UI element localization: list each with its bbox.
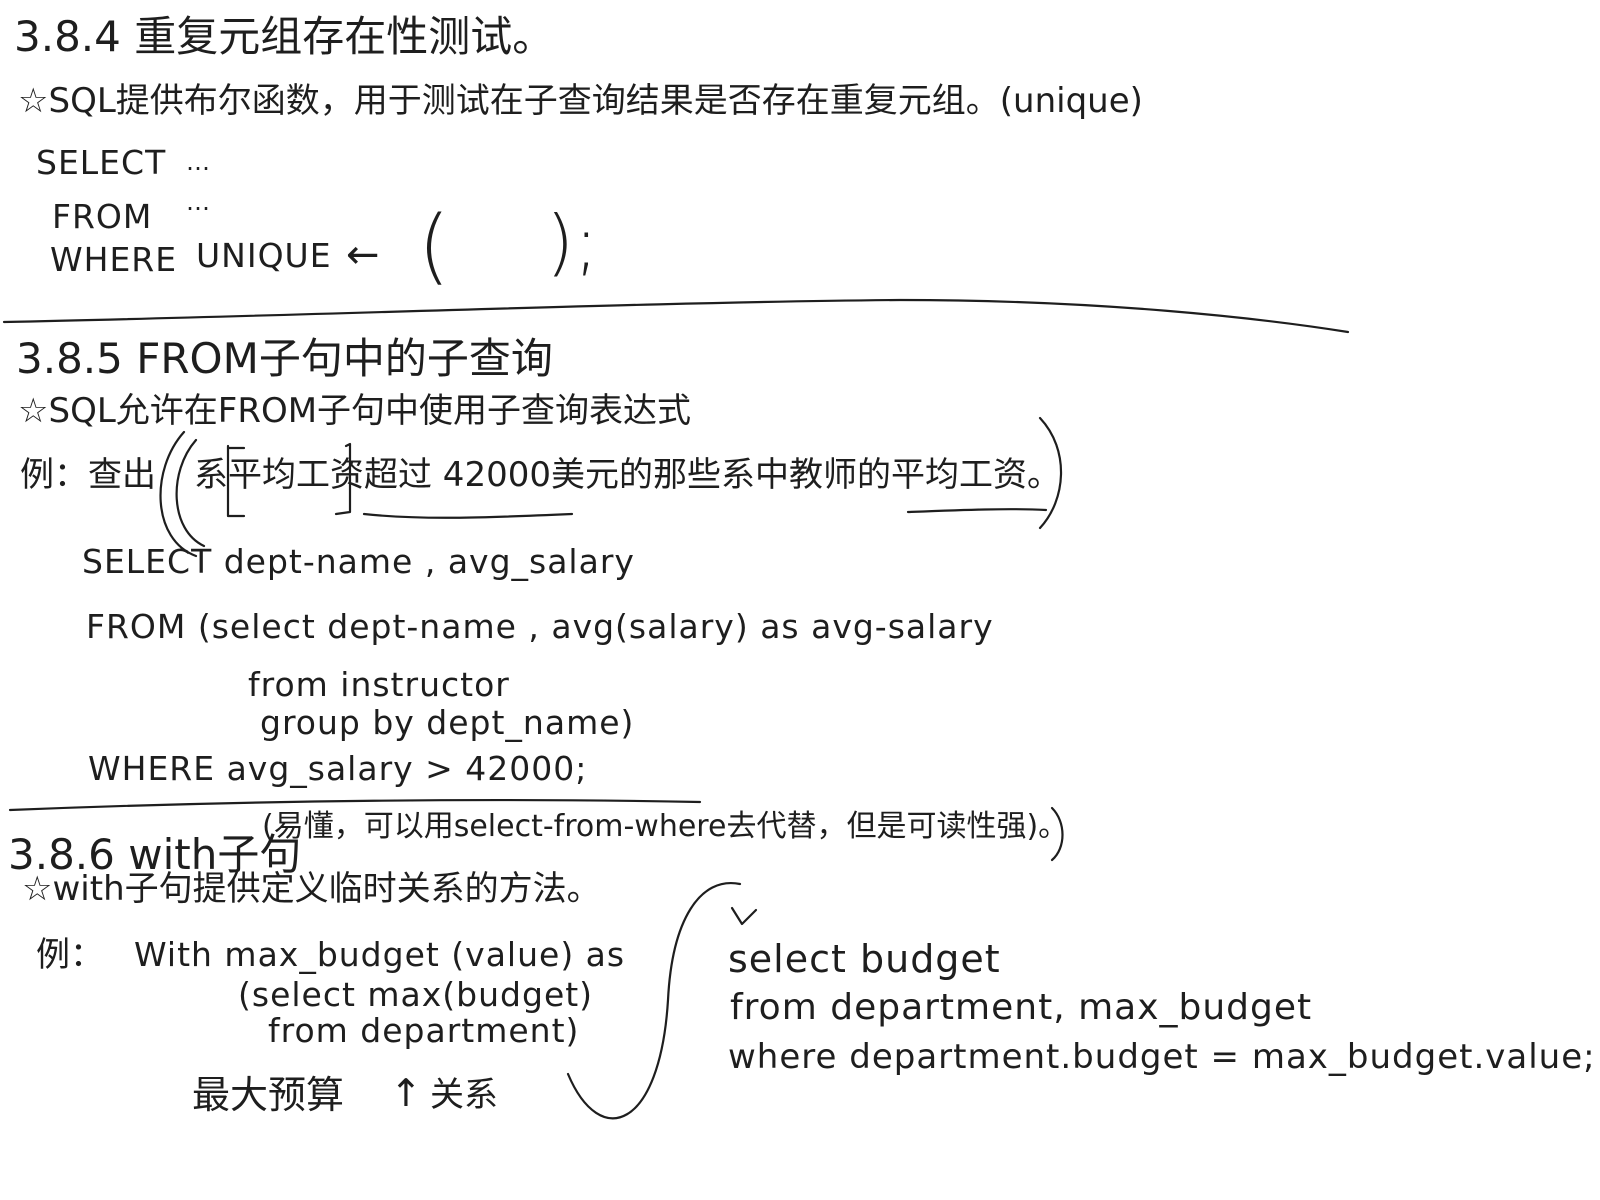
bracket-left-outer: [159, 430, 198, 558]
section-386-heading: 3.8.6 with子句: [8, 830, 302, 879]
divider-line-2: [8, 798, 702, 812]
sql-385-line-2: FROM (select dept-name , avg(salary) as …: [86, 607, 994, 646]
section-384-heading: 3.8.4 重复元组存在性测试。: [14, 12, 555, 61]
bracket-left-inner: [175, 438, 206, 548]
example-386-prefix: 例：: [36, 935, 104, 975]
section-386-note: ☆with子句提供定义临时关系的方法。: [22, 869, 601, 909]
curved-arrow-line: [566, 881, 742, 1120]
box-right: [334, 442, 352, 516]
code-select-dots: …: [186, 148, 210, 176]
annotation-relation: 关系: [430, 1075, 498, 1115]
code-paren-close: );: [546, 200, 599, 284]
divider-line-1: [2, 298, 1350, 334]
bracket-right: [1038, 416, 1063, 530]
query-line-1: select budget: [728, 937, 1001, 981]
code-paren-open: (: [418, 199, 450, 294]
code-from-keyword: FROM: [52, 197, 153, 236]
sql-385-line-1: SELECT dept-name , avg_salary: [82, 542, 635, 581]
query-line-2: from department, max_budget: [730, 987, 1313, 1028]
annotation-max-budget: 最大预算: [192, 1073, 345, 1117]
with-line-3: from department): [268, 1011, 580, 1050]
code-where-keyword: WHERE: [50, 240, 178, 279]
with-line-2: (select max(budget): [238, 975, 594, 1014]
up-arrow-icon: ↑: [390, 1071, 422, 1115]
section-385-heading: 3.8.5 FROM子句中的子查询: [16, 334, 553, 383]
section-385-note: ☆SQL允许在FROM子句中使用子查询表达式: [18, 391, 692, 431]
underline-exceed: [362, 512, 574, 519]
section-386-heading-note: (易懂，可以用select-from-where去代替，但是可读性强)。: [262, 809, 1069, 844]
sql-385-line-5: WHERE avg_salary > 42000;: [88, 749, 588, 788]
example-385-text: 系平均工资超过 42000美元的那些系中教师的平均工资。: [194, 455, 1061, 495]
underline-avg-salary: [906, 508, 1048, 514]
code-unique-keyword: UNIQUE: [196, 236, 332, 275]
left-arrow-icon: ←: [346, 232, 381, 278]
query-line-3: where department.budget = max_budget.val…: [728, 1037, 1596, 1077]
code-select-keyword: SELECT: [36, 143, 167, 182]
box-left: [226, 444, 246, 518]
sql-385-line-4: group by dept_name): [260, 703, 635, 742]
curved-arrow-head: [730, 906, 758, 926]
example-385-prefix: 例：查出: [20, 455, 156, 495]
with-line-1: With max_budget (value) as: [134, 935, 626, 974]
code-from-dots: …: [186, 188, 210, 216]
sql-385-line-3: from instructor: [248, 665, 510, 704]
section-384-note: ☆SQL提供布尔函数，用于测试在子查询结果是否存在重复元组。(unique): [18, 81, 1143, 121]
